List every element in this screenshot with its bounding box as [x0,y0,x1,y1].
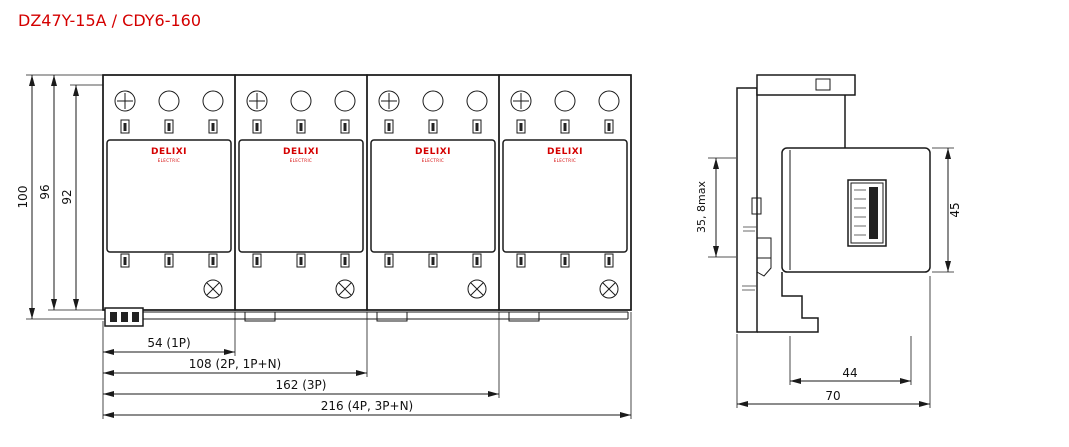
screw-icon [378,90,400,112]
terminal-circle [598,90,620,112]
screw-icon [114,90,136,112]
dim-width-4p: 216 (4P, 3P+N) [321,399,413,413]
top-housing [756,74,856,96]
din-rail [104,307,629,327]
brand-logo: DELIXI [415,147,451,157]
terminal-slots-top [516,119,614,134]
side-view: 35, 8max 45 44 70 [695,74,962,408]
screw-icon [335,279,355,299]
terminal-slots-top [252,119,350,134]
side-dimensions: 35, 8max 45 44 70 [695,147,962,408]
dim-depth-max: 35, 8max [695,181,708,233]
screw-icon [203,279,223,299]
terminal-slots-bottom [252,253,350,268]
brand-sub: ELECTRIC [290,158,312,163]
rail-clip [508,311,540,322]
dim-width-3p: 162 (3P) [276,378,327,392]
body-side [781,147,931,273]
terminal-circle [202,90,224,112]
module-body [106,139,232,253]
front-dimensions-bottom: 54 (1P) 108 (2P, 1P+N) 162 (3P) 216 (4P,… [102,312,632,419]
brand-logo: DELIXI [283,147,319,157]
back-plate [736,87,758,333]
module: DELIXI ELECTRIC [102,74,236,311]
mounting-slot [751,197,762,215]
module-body [502,139,628,253]
product-label [847,179,887,247]
terminal-slots-top [120,119,218,134]
module-body [238,139,364,253]
screw-icon [246,90,268,112]
module: DELIXI ELECTRIC [498,74,632,311]
brand-sub: ELECTRIC [554,158,576,163]
bottom-foot [757,272,819,333]
terminal-slots-top [384,119,482,134]
top-slot [815,78,831,91]
terminal-slots-bottom [120,253,218,268]
module: DELIXI ELECTRIC [366,74,500,311]
rail-clip [376,311,408,322]
brand-logo: DELIXI [547,147,583,157]
terminal-circle [334,90,356,112]
front-view: DELIXI ELECTRIC [16,74,632,419]
module: DELIXI ELECTRIC [234,74,368,311]
dim-height-96: 96 [38,184,52,199]
dim-width-1p: 54 (1P) [147,336,190,350]
dim-width-2p: 108 (2P, 1P+N) [189,357,281,371]
rail-clip [244,311,276,322]
din-clip [742,226,772,291]
terminal-circle [466,90,488,112]
terminal-slots-bottom [384,253,482,268]
brand-logo: DELIXI [151,147,187,157]
terminal-circle [554,90,576,112]
front-dimensions-left: 100 96 92 [16,74,105,320]
module-body [370,139,496,253]
screw-icon [510,90,532,112]
dim-height-100: 100 [16,186,30,209]
brand-sub: ELECTRIC [422,158,444,163]
terminal-circle [290,90,312,112]
terminal-slots-bottom [516,253,614,268]
terminal-circle [158,90,180,112]
dim-height-92: 92 [60,189,74,204]
screw-icon [467,279,487,299]
terminal-circle [422,90,444,112]
dim-width-44: 44 [842,366,857,380]
page-title: DZ47Y-15A / CDY6-160 [18,11,201,30]
dim-height-45: 45 [948,202,962,217]
brand-sub: ELECTRIC [158,158,180,163]
dim-width-70: 70 [825,389,840,403]
screw-icon [599,279,619,299]
